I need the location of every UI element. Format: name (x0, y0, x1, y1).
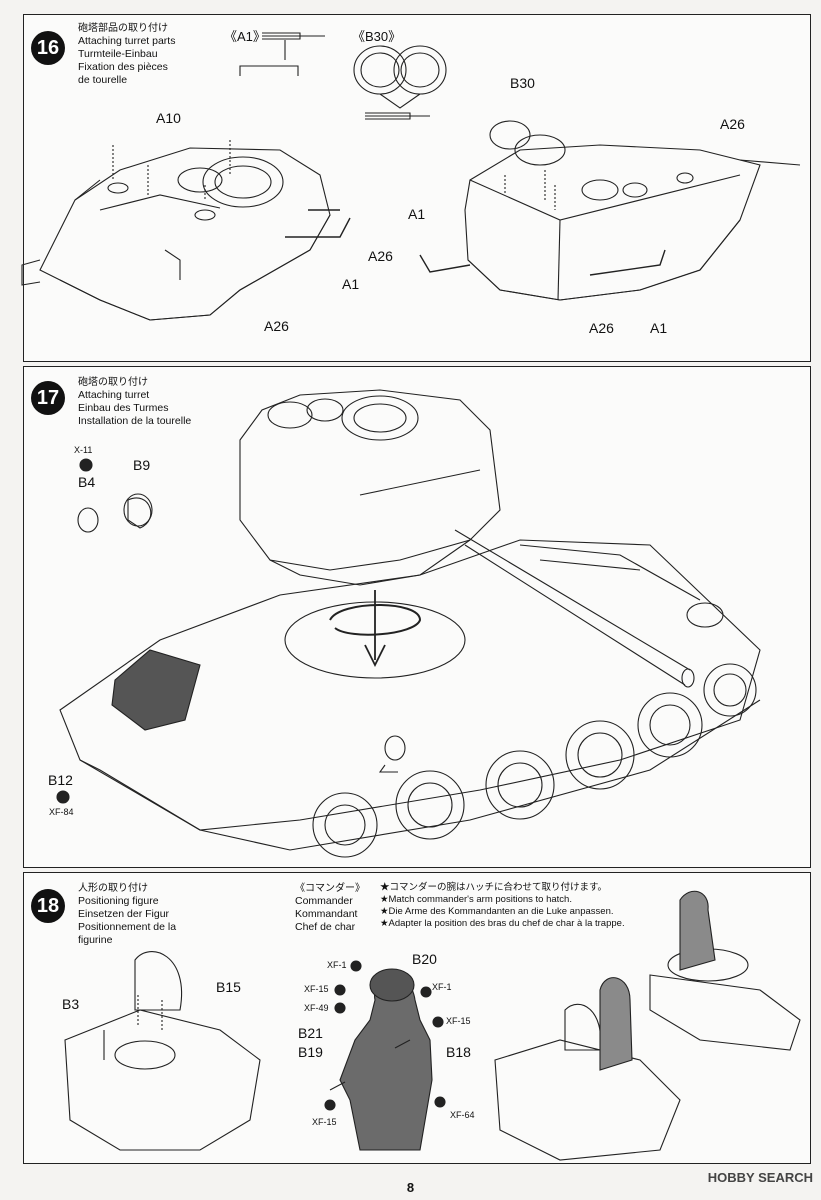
paint-xf1-b: XF-1 (432, 982, 452, 992)
step-16-title-jp: 砲塔部品の取り付け (78, 23, 168, 34)
step-18-number: 18 (31, 889, 65, 923)
note-jp: ★コマンダーの腕はハッチに合わせて取り付けます。 (380, 882, 608, 893)
page-number: 8 (406, 1180, 415, 1195)
commander-de: Kommandant (295, 908, 358, 920)
part-a1-header: 《A1》 (224, 29, 266, 44)
label-b4: B4 (78, 474, 96, 490)
step-16-title-en: Attaching turret parts (78, 35, 176, 47)
paint-xf49: XF-49 (304, 1003, 329, 1013)
label-b30: B30 (510, 75, 535, 91)
label-b19: B19 (298, 1044, 323, 1060)
label-a1-right-1: A1 (408, 206, 426, 222)
label-b21: B21 (298, 1025, 323, 1041)
step-17-title-jp: 砲塔の取り付け (78, 377, 148, 388)
step-18-title-de: Einsetzen der Figur (78, 908, 170, 920)
step-16-title-fr2: de tourelle (78, 74, 128, 86)
note-fr: ★Adapter la position des bras du chef de… (380, 918, 625, 929)
label-a10: A10 (156, 110, 181, 126)
step-16-panel (23, 14, 811, 362)
label-a1-left: A1 (342, 276, 360, 292)
step-18-title-fr2: figurine (78, 934, 113, 946)
commander-fr: Chef de char (295, 921, 356, 933)
label-a26-left-1: A26 (368, 248, 393, 264)
label-b9: B9 (133, 457, 151, 473)
commander-heading: 《コマンダー》 Commander Kommandant Chef de cha… (295, 882, 365, 934)
paint-xf15-a: XF-15 (304, 984, 329, 994)
step-18-title-jp: 人形の取り付け (78, 883, 148, 894)
label-b3: B3 (62, 996, 80, 1012)
paint-xf15-b: XF-15 (446, 1016, 471, 1026)
part-b30-header: 《B30》 (352, 29, 402, 44)
paint-xf1-a: XF-1 (327, 960, 347, 970)
label-b12: B12 (48, 772, 73, 788)
commander-en: Commander (295, 895, 353, 907)
paint-xf15-c: XF-15 (312, 1117, 337, 1127)
label-a26-right-2: A26 (589, 320, 614, 336)
label-a26-right-1: A26 (720, 116, 745, 132)
label-a26-left-2: A26 (264, 318, 289, 334)
label-a1-right-2: A1 (650, 320, 668, 336)
step-16-title-fr1: Fixation des pièces (78, 61, 168, 73)
paint-xf64: XF-64 (450, 1110, 475, 1120)
commander-note: ★コマンダーの腕はハッチに合わせて取り付けます。 ★Match commande… (380, 882, 680, 930)
step-17-panel (23, 366, 811, 868)
paint-x11: X-11 (74, 445, 93, 455)
step-18-title-fr1: Positionnement de la (78, 921, 177, 933)
label-b20: B20 (412, 951, 437, 967)
step-17-number: 17 (31, 381, 65, 415)
commander-jp: 《コマンダー》 (295, 883, 365, 894)
step-17-title-fr: Installation de la tourelle (78, 415, 192, 427)
step-17-title: 砲塔の取り付け Attaching turret Einbau des Turm… (78, 376, 191, 428)
step-18-title: 人形の取り付け Positioning figure Einsetzen der… (78, 882, 176, 947)
label-b18: B18 (446, 1044, 471, 1060)
watermark: HOBBY SEARCH (707, 1170, 813, 1185)
label-b15: B15 (216, 979, 241, 995)
step-16-number: 16 (31, 31, 65, 65)
paint-xf84: XF-84 (49, 807, 74, 817)
step-16-title: 砲塔部品の取り付け Attaching turret parts Turmtei… (78, 22, 175, 87)
step-18-title-en: Positioning figure (78, 895, 159, 907)
note-de: ★Die Arme des Kommandanten an die Luke a… (380, 906, 614, 917)
step-16-title-de: Turmteile-Einbau (78, 48, 158, 60)
note-en: ★Match commander's arm positions to hatc… (380, 894, 572, 905)
step-17-title-de: Einbau des Turmes (78, 402, 169, 414)
step-17-title-en: Attaching turret (78, 389, 150, 401)
